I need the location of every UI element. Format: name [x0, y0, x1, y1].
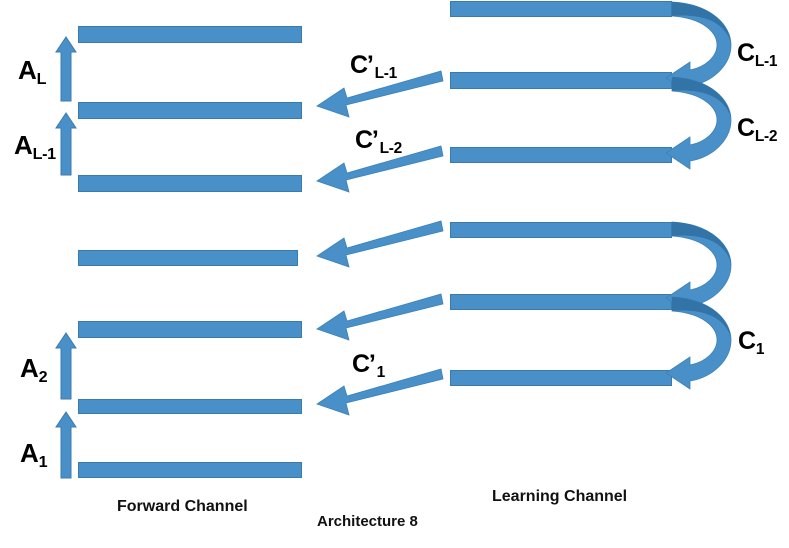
label-C-prime-1-prime: ’	[368, 350, 376, 378]
label-A_L-sub: L	[36, 69, 47, 88]
cross-arrow-C-prime-L-2	[316, 145, 444, 193]
cross-arrow-C-prime-L-1	[316, 70, 444, 118]
label-C_1-sub: 1	[755, 340, 765, 358]
label-A_2-base: A	[20, 353, 39, 383]
label-C-prime-L-1-prime: ’	[366, 51, 374, 79]
label-C-prime-L-2-prime: ’	[371, 126, 379, 154]
cross-arrow-unlabeled-1	[316, 220, 444, 268]
label-C-prime-1-base: C	[352, 350, 370, 378]
figure-title: Architecture 8	[317, 513, 418, 530]
label-C-prime-1: C’1	[352, 350, 385, 380]
forward-layer-bar-4	[78, 250, 298, 266]
label-C_1: C1	[738, 327, 764, 357]
label-A_L-1-base: A	[14, 130, 33, 160]
cross-arrow-unlabeled-2	[316, 293, 444, 341]
learning-layer-bar-3	[450, 222, 672, 238]
learning-layer-bar-6	[450, 1, 672, 17]
label-C-prime-L-2-sub: L-2	[379, 139, 403, 157]
forward-layer-bar-1	[78, 462, 302, 478]
learning-layer-bar-1	[450, 370, 672, 386]
label-C-prime-L-1: C’L-1	[350, 51, 397, 81]
forward-arrow-A_L	[55, 36, 77, 102]
label-A_L-1-sub: L-1	[32, 144, 57, 163]
label-C-prime-L-2: C’L-2	[355, 126, 402, 156]
label-A_2: A2	[20, 353, 48, 385]
forward-arrow-A_2	[55, 332, 77, 400]
label-A_L: AL	[18, 55, 46, 87]
forward-layer-bar-7	[78, 26, 302, 43]
cross-arrow-C-prime-1	[316, 368, 444, 416]
label-C-prime-1-sub: 1	[376, 363, 386, 381]
forward-layer-bar-5	[78, 175, 302, 192]
forward-arrow-A_L-1	[55, 112, 77, 176]
label-A_1: A1	[20, 438, 48, 470]
label-A_L-1: AL-1	[14, 130, 56, 162]
label-C_1-base: C	[738, 327, 756, 355]
learning-curved-arrow-C_L-2	[665, 76, 732, 170]
forward-layer-bar-6	[78, 102, 302, 119]
label-A_2-sub: 2	[38, 367, 48, 386]
label-C-prime-L-2-base: C	[355, 126, 373, 154]
label-C_L-1-sub: L-1	[754, 52, 778, 70]
caption-forward-channel: Forward Channel	[117, 498, 248, 515]
caption-learning-channel: Learning Channel	[492, 488, 628, 505]
forward-layer-bar-3	[78, 321, 302, 338]
label-A_L-base: A	[18, 55, 37, 85]
label-C-prime-L-1-base: C	[350, 51, 368, 79]
label-C_L-2-sub: L-2	[754, 127, 778, 145]
learning-curved-arrow-C_1	[665, 296, 732, 390]
label-C_L-2-base: C	[737, 114, 755, 142]
forward-layer-bar-2	[78, 399, 302, 414]
forward-arrow-A_1	[55, 411, 77, 479]
label-C_L-1: CL-1	[737, 39, 778, 69]
label-C_L-1-base: C	[737, 39, 755, 67]
label-A_1-base: A	[20, 438, 39, 468]
label-C-prime-L-1-sub: L-1	[374, 64, 398, 82]
label-A_1-sub: 1	[38, 452, 48, 471]
label-C_L-2: CL-2	[737, 114, 778, 144]
